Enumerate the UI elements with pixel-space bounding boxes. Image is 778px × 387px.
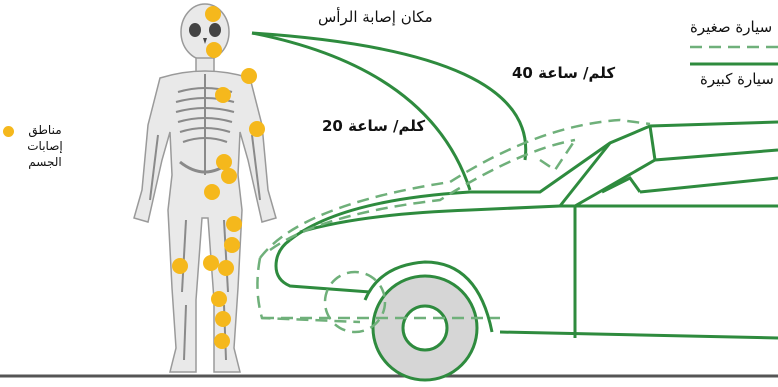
injury-legend-label: مناطق إصابات الجسم	[20, 122, 70, 170]
speed-40-label: 40 كلم/ ساعة	[512, 64, 615, 82]
small-car-label: سيارة صغيرة	[690, 18, 772, 36]
human-skeleton-figure	[134, 4, 276, 372]
large-car-label: سيارة كبيرة	[700, 70, 774, 88]
head-impact-lines	[252, 33, 526, 190]
speed-20-label: 20 كلم/ ساعة	[322, 117, 425, 135]
head-impact-label: مكان إصابة الرأس	[318, 8, 433, 26]
car-wheel-icon	[373, 276, 477, 380]
injury-legend-dot-icon	[3, 126, 14, 137]
